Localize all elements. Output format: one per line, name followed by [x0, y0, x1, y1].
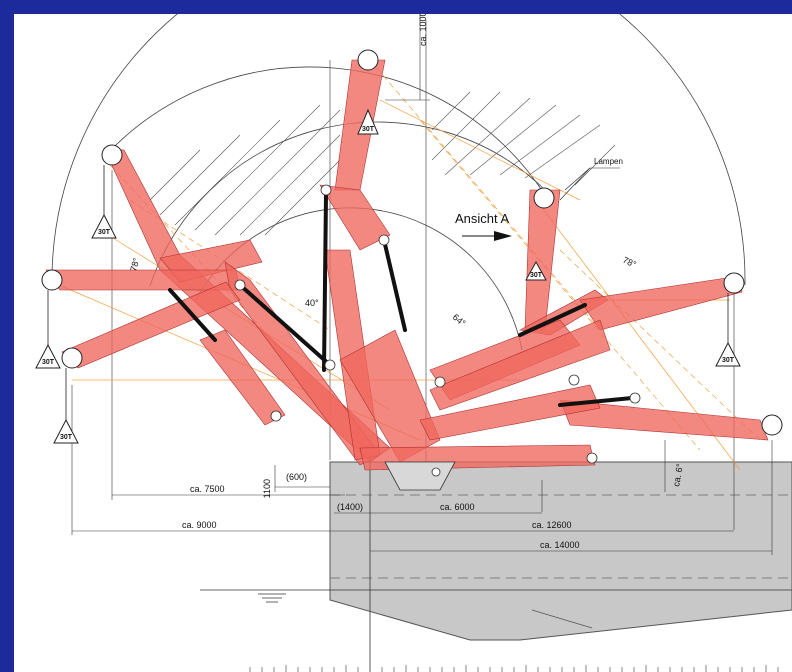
boom-knuckle-vertical: [319, 184, 391, 251]
cylinder: [322, 193, 328, 372]
boom-arm-right: [429, 319, 611, 411]
pedestal-pivot: [431, 467, 441, 477]
load-block: 30T: [715, 293, 741, 367]
hydraulic-cylinders: [168, 193, 634, 407]
dim-top-height: ca. 1000: [418, 14, 428, 46]
boom-jib-lower-right: [559, 399, 769, 441]
drawing-frame: 30T 30T 30T 30T 30T 30T Lampen Ansicht A…: [14, 14, 792, 672]
dim-12600: ca. 12600: [532, 520, 572, 530]
dim-600: (600): [286, 472, 307, 482]
dim-9000: ca. 9000: [182, 520, 217, 530]
load-block: 30T: [35, 290, 61, 369]
hook-sheaves: [41, 49, 783, 436]
sheave: [101, 144, 123, 166]
angle-label-64: 64°: [451, 312, 468, 329]
angle-label-40: 40°: [305, 298, 319, 308]
load-tag: 30T: [362, 126, 375, 133]
hatched-zone: [149, 91, 616, 236]
sheave: [61, 347, 83, 369]
angle-label-right: 78°: [621, 255, 638, 270]
angle-label-small: ca. 6°: [671, 462, 685, 487]
dim-1400: (1400): [337, 502, 363, 512]
view-arrow-head: [494, 231, 512, 241]
view-label: Ansicht A: [455, 211, 510, 226]
load-tag: 30T: [530, 272, 543, 279]
sheave: [761, 414, 783, 436]
dim-1100: 1100: [262, 479, 272, 498]
lamps-label: Lampen: [594, 157, 623, 166]
boom-jib-vertical: [334, 59, 386, 191]
load-block: 30T: [357, 108, 379, 135]
lamps-leader: [564, 167, 591, 191]
load-tag: 30T: [722, 357, 735, 364]
boom-arm-lower-left: [199, 329, 286, 426]
dim-6000: ca. 6000: [440, 502, 475, 512]
cylinder: [238, 283, 332, 367]
sheave: [723, 272, 745, 294]
lamps-leader: [559, 167, 620, 201]
boom-jib-left: [45, 269, 241, 291]
boom-jib-right: [579, 275, 743, 331]
hull-line: [531, 609, 593, 629]
cylinder: [382, 238, 407, 332]
load-block: 30T: [91, 165, 117, 239]
dim-7500: ca. 7500: [190, 484, 225, 494]
load-tag: 30T: [98, 229, 111, 236]
boom-arm-vertical-2: [339, 329, 441, 463]
crane-drawing: 30T 30T 30T 30T 30T 30T Lampen Ansicht A…: [35, 14, 792, 672]
load-tag: 30T: [60, 434, 73, 441]
sheave: [533, 187, 555, 209]
boom-jib-raised-right: [524, 189, 561, 331]
boom-positions: [45, 59, 769, 471]
cylinder: [558, 396, 634, 407]
angle-label-left: 78°: [128, 256, 141, 272]
waterline-symbol: [258, 593, 286, 603]
sheave: [357, 49, 379, 71]
cylinder: [518, 303, 587, 337]
load-block: 30T: [53, 368, 79, 444]
cylinder: [168, 288, 217, 342]
load-tag: 30T: [42, 359, 55, 366]
sheave: [41, 269, 63, 291]
load-block: 30T: [525, 260, 547, 281]
scale-ticks: [249, 665, 779, 672]
dim-14000: ca. 14000: [540, 540, 580, 550]
boom-arm-lower-right: [419, 384, 601, 441]
dimension-lines: [72, 465, 772, 552]
